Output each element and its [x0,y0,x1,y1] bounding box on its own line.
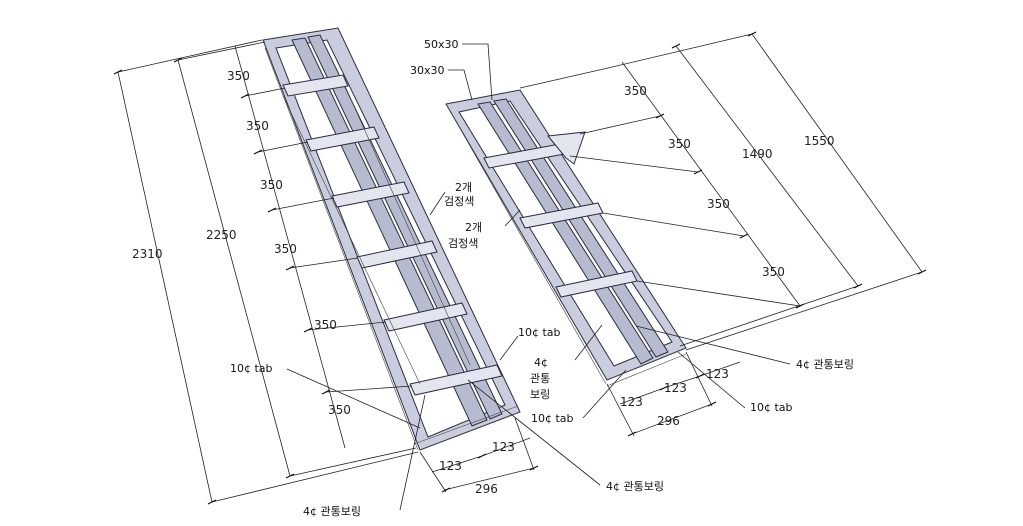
dim-width-part-1: 123 [439,459,462,473]
left-callout-labels: 2개 검정색 10¢ tab 10¢ tab 4¢ 관통보링 4¢ 관통보링 [230,181,664,518]
left-cross-6 [409,364,503,396]
profile-50x30: 50x30 [424,38,459,51]
right-bore-a-line2: 보링 [530,388,550,401]
right-black-count: 2개 [465,221,482,234]
dim-spacing-5: 350 [314,318,337,332]
right-bore-a-line1: 관통 [530,372,550,385]
dim-1490: 1490 [742,147,773,161]
left-dimensions [113,39,539,505]
right-dimension-labels: 1550 1490 350 350 350 350 123 123 123 29… [620,84,835,428]
left-callouts [286,191,601,511]
dim-spacing-3: 350 [260,178,283,192]
dim-2250: 2250 [206,228,237,242]
left-bore-label: 4¢ 관통보링 [303,505,361,518]
right-callouts [448,43,791,419]
right-black-color: 검정색 [448,237,478,250]
right-hinge-bracket [547,131,586,165]
dim-spacing-4: 350 [274,242,297,256]
left-black-count: 2개 [455,181,472,194]
right-bore-a-size: 4¢ [534,356,548,369]
left-black-color: 검정색 [444,195,474,208]
right-bore-b: 4¢ 관통보링 [796,358,854,371]
dim-r-spacing-2: 350 [668,137,691,151]
dim-width-total: 296 [475,482,498,496]
right-center-rail-a [477,101,654,365]
dim-spacing-1: 350 [227,69,250,83]
profile-30x30: 30x30 [410,64,445,77]
left-cross-5 [383,302,468,332]
dim-r-spacing-3: 350 [707,197,730,211]
left-dimension-labels: 2310 2250 350 350 350 350 350 350 123 12… [132,69,515,496]
dim-r-width-part-2: 123 [664,381,687,395]
dim-r-width-part-1: 123 [620,395,643,409]
dim-width-part-2: 123 [492,440,515,454]
dim-1550: 1550 [804,134,835,148]
left-bore-label-right: 4¢ 관통보링 [606,480,664,493]
dim-2310: 2310 [132,247,163,261]
dim-r-width-total: 296 [657,414,680,428]
left-tab-label: 10¢ tab [230,362,273,375]
dim-spacing-2: 350 [246,119,269,133]
left-cross-2 [305,126,380,152]
dim-r-spacing-4: 350 [762,265,785,279]
dim-r-width-part-3: 123 [706,367,729,381]
left-cross-3 [331,181,410,208]
left-frame [262,27,521,451]
right-callout-labels: 50x30 30x30 2개 검정색 4¢ 관통 보링 10¢ tab 10¢ … [410,38,854,425]
right-center-rail-b [493,98,669,358]
right-dimensions [519,31,927,437]
right-frame [445,89,687,387]
left-tab-label-right: 10¢ tab [518,326,561,339]
dim-spacing-6: 350 [328,403,351,417]
left-cross-1 [282,74,349,97]
dim-r-spacing-1: 350 [624,84,647,98]
right-tab-right: 10¢ tab [750,401,793,414]
left-cross-4 [356,240,438,269]
right-tab-left: 10¢ tab [531,412,574,425]
